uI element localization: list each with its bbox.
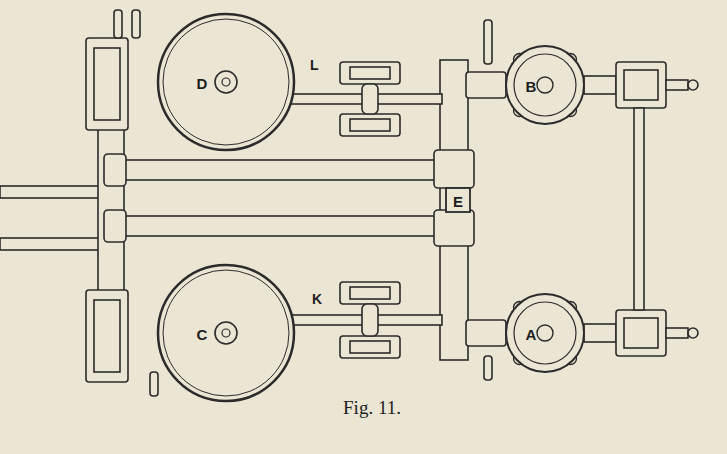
part-letter: B [526,79,537,94]
part-letter: A [526,327,537,342]
bolt [114,10,122,38]
figure-caption: Fig. 11. [343,398,401,417]
shaft [0,186,104,198]
pipe [466,320,506,346]
part-letter: C [197,327,208,342]
guide [340,282,400,304]
cylinder-head [86,290,128,382]
guide [350,287,390,299]
pump-circle-outline [500,40,590,130]
flywheel-circle: C [156,263,296,403]
part-letter: D [197,76,208,91]
part-letter: K [312,292,322,306]
guide [350,341,390,353]
knob [666,80,688,90]
crosshead [362,304,378,336]
pump-circle: B [500,40,590,130]
knob [666,328,688,338]
end-fitting [624,70,658,100]
part-letter: E [453,194,463,209]
flywheel-circle-outline [156,12,296,152]
pipe [584,76,616,94]
guide [340,62,400,84]
guide [350,67,390,79]
end-fitting [616,62,666,108]
frame-bar [112,160,452,180]
pump-circle: A [500,288,590,378]
part-letter: L [310,58,319,72]
pipe [584,324,616,342]
guide [340,114,400,136]
end-fitting [624,318,658,348]
bolt [150,372,158,396]
pump-circle-outline [500,288,590,378]
knob [688,328,698,338]
guide [340,336,400,358]
pipe [466,72,506,98]
cylinder-head [94,48,120,120]
flywheel-circle: D [156,12,296,152]
piston-rod [280,94,442,104]
fitting [104,210,126,242]
piston-rod [280,315,442,325]
crosshead [362,84,378,114]
fitting [434,210,474,246]
valve-box: E [445,187,471,213]
bolt [484,20,492,64]
frame-bar [112,216,452,236]
link-rod [634,108,644,310]
guide [350,119,390,131]
knob [688,80,698,90]
cylinder-head [94,300,120,372]
fitting [104,154,126,186]
bolt [132,10,140,38]
flywheel-circle-outline [156,263,296,403]
bolt [484,356,492,380]
shaft [0,238,104,250]
fitting [434,150,474,188]
cylinder-head [86,38,128,130]
end-fitting [616,310,666,356]
